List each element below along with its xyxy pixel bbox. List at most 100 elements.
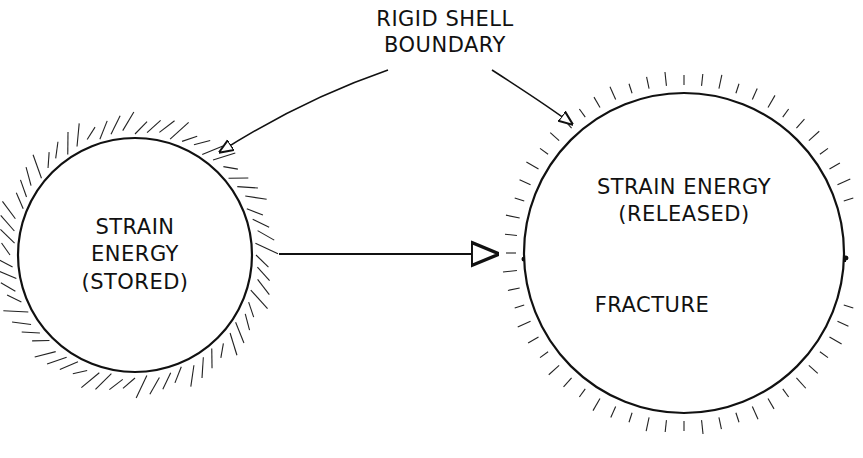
hatch-stroke <box>194 140 210 144</box>
hatch-stroke <box>150 378 160 395</box>
hatch-stroke <box>736 84 739 94</box>
hatch-stroke <box>163 373 171 389</box>
node-text: STRAIN ENERGY (RELEASED) <box>584 174 784 229</box>
hatch-stroke <box>549 365 559 374</box>
hatch-stroke <box>136 375 147 398</box>
hatch-stroke <box>683 421 684 431</box>
hatch-stroke <box>245 196 266 199</box>
hatch-stroke <box>809 365 818 373</box>
hatch-stroke <box>506 252 516 253</box>
hatch-stroke <box>1 283 16 291</box>
hatch-stroke <box>230 333 237 355</box>
shell-hatching <box>0 112 278 398</box>
hatch-stroke <box>702 420 703 434</box>
hatch-stroke <box>611 406 616 417</box>
circle-outline <box>18 138 252 372</box>
hatch-stroke <box>528 337 538 343</box>
hatch-stroke <box>515 305 525 308</box>
hatch-stroke <box>0 256 13 267</box>
hatch-stroke <box>135 122 147 134</box>
hatch-stroke <box>752 89 757 100</box>
hatch-stroke <box>2 243 10 255</box>
hatch-stroke <box>3 311 28 312</box>
hatch-stroke <box>683 75 684 85</box>
hatch-stroke <box>506 215 520 218</box>
hatch-stroke <box>175 367 181 383</box>
circle-outline <box>523 92 845 414</box>
hatch-stroke <box>95 374 111 390</box>
hatch-stroke <box>796 119 804 128</box>
hatch-stroke <box>251 290 268 309</box>
hatch-stroke <box>610 87 616 100</box>
hatch-stroke <box>518 321 531 327</box>
hatch-stroke <box>202 357 203 378</box>
hatch-stroke <box>629 84 632 94</box>
hatch-stroke <box>100 121 107 139</box>
boundary-label: RIGID SHELL BOUNDARY <box>345 6 545 59</box>
hatch-stroke <box>109 379 122 389</box>
hatch-stroke <box>221 343 224 357</box>
hatch-stroke <box>236 322 244 343</box>
hatch-stroke <box>213 153 235 160</box>
hatch-stroke <box>647 77 649 89</box>
circle-outline <box>524 93 844 413</box>
hatch-stroke <box>829 337 841 344</box>
hatch-stroke <box>67 132 68 154</box>
hatch-stroke <box>255 243 278 254</box>
hatch-stroke <box>87 127 95 139</box>
hatch-stroke <box>229 177 249 178</box>
hatch-stroke <box>796 378 805 388</box>
hatch-stroke <box>257 267 269 281</box>
hatch-stroke <box>837 321 848 326</box>
hatch-stroke <box>844 305 854 308</box>
hatch-stroke <box>579 109 585 117</box>
hatch-stroke <box>237 187 258 188</box>
hatch-stroke <box>81 373 99 388</box>
hatch-stroke <box>223 167 237 170</box>
hatch-stroke <box>170 122 189 139</box>
hatch-stroke <box>820 148 828 154</box>
hatch-stroke <box>182 136 197 141</box>
hatch-stroke <box>844 198 854 201</box>
hatch-stroke <box>20 180 26 197</box>
hatch-stroke <box>245 314 249 330</box>
hatch-stroke <box>503 271 517 272</box>
hatch-stroke <box>60 362 78 370</box>
hatch-stroke <box>540 352 548 358</box>
hatch-stroke <box>564 378 572 387</box>
hatch-stroke <box>829 163 839 169</box>
hatch-stroke <box>26 167 31 185</box>
hatch-stroke <box>594 97 600 107</box>
hatch-stroke <box>0 229 14 243</box>
hatch-stroke <box>32 340 49 341</box>
hatch-stroke <box>256 255 268 267</box>
hatch-stroke <box>768 95 775 107</box>
hatch-stroke <box>47 357 67 364</box>
node-text: STRAIN ENERGY (STORED) <box>50 214 220 296</box>
hatch-stroke <box>35 352 56 357</box>
fracture-label: FRACTURE <box>592 292 712 318</box>
hatch-stroke <box>7 295 21 302</box>
hatch-stroke <box>719 75 722 89</box>
hatch-stroke <box>249 302 254 317</box>
hatch-stroke <box>111 116 120 135</box>
flow-arrow <box>279 253 497 255</box>
hatch-stroke <box>73 370 87 373</box>
hatch-stroke <box>665 420 666 432</box>
hatch-stroke <box>809 131 819 140</box>
hatch-stroke <box>159 121 174 133</box>
hatch-stroke <box>526 162 538 169</box>
hatch-stroke <box>56 142 58 159</box>
hatch-stroke <box>820 352 828 358</box>
hatch-stroke <box>0 270 16 279</box>
hatch-stroke <box>702 74 703 86</box>
hatch-stroke <box>247 209 263 215</box>
hatch-stroke <box>202 146 223 154</box>
hatch-stroke <box>12 322 31 324</box>
hatch-stroke <box>629 413 632 423</box>
hatch-stroke <box>48 152 49 168</box>
shell-circle: STRAIN ENERGY (STORED) <box>17 137 253 373</box>
shell-hatching <box>503 72 853 434</box>
hatch-stroke <box>783 389 789 397</box>
